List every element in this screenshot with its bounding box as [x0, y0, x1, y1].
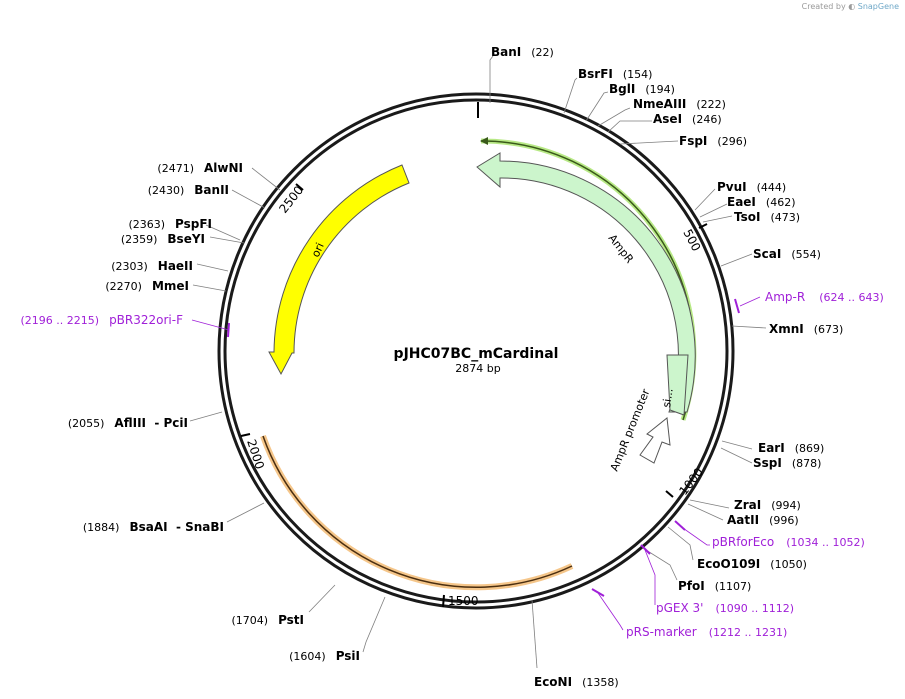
tick-1000: 1000	[665, 465, 706, 498]
site-psti[interactable]: (1704)PstI	[231, 613, 304, 627]
feature-label-ori: ori	[309, 241, 327, 259]
snapgene-credit: Created by ◐ SnapGene	[802, 2, 899, 11]
site-bani[interactable]: BanI(22)	[491, 45, 554, 59]
site-bseyi[interactable]: (2359)BseYI	[121, 232, 205, 246]
site-bsrfi[interactable]: BsrFI(154)	[578, 67, 652, 81]
tick-1500: 1500	[442, 594, 479, 608]
plasmid-length: 2874 bp	[455, 362, 500, 375]
tick-label-500: 500	[680, 227, 703, 254]
site-haeii[interactable]: (2303)HaeII	[111, 259, 193, 273]
feature-ampr-promoter[interactable]	[639, 417, 671, 464]
site-fspi[interactable]: FspI(296)	[679, 134, 747, 148]
primer-pbrforeco[interactable]: pBRforEco(1034 .. 1052)	[712, 535, 865, 549]
orange-strand-line	[262, 435, 573, 589]
backbone-outer	[217, 92, 735, 610]
site-zrai[interactable]: ZraI(994)	[734, 498, 801, 512]
credit-prefix: Created by	[801, 2, 846, 11]
primer-pgex3[interactable]: pGEX 3'(1090 .. 1112)	[656, 601, 794, 615]
primer-amp-r[interactable]: Amp-R(624 .. 643)	[765, 290, 884, 304]
primer-pbr322ori-f[interactable]: (2196 .. 2215)pBR322ori-F	[21, 313, 184, 327]
site-pfoi[interactable]: PfoI(1107)	[678, 579, 751, 593]
site-pvui[interactable]: PvuI(444)	[717, 180, 786, 194]
site-leaders	[189, 55, 767, 669]
site-bsaai-snabi[interactable]: (1884)BsaAI - SnaBI	[83, 520, 224, 534]
site-econi[interactable]: EcoNI(1358)	[534, 675, 619, 689]
site-mmei[interactable]: (2270)MmeI	[105, 279, 189, 293]
site-eari[interactable]: EarI(869)	[758, 441, 824, 455]
site-afliii-pcii[interactable]: (2055)AflIII - PciI	[68, 416, 188, 430]
plasmid-name: pJHC07BC_mCardinal	[394, 346, 559, 362]
tick-2500: 2500	[276, 183, 306, 216]
site-sspi[interactable]: SspI(878)	[753, 456, 821, 470]
site-banii[interactable]: (2430)BanII	[148, 183, 229, 197]
primer-marks	[191, 296, 761, 631]
site-bgli[interactable]: BglI(194)	[609, 82, 675, 96]
site-asei[interactable]: AseI(246)	[653, 112, 722, 126]
site-ecoo109i[interactable]: EcoO109I(1050)	[697, 557, 807, 571]
ampr-strand-arrowhead	[480, 137, 488, 145]
feature-label-si: si...	[660, 388, 676, 409]
site-tsoi[interactable]: TsoI(473)	[734, 210, 800, 224]
site-alwni[interactable]: (2471)AlwNI	[157, 161, 243, 175]
site-eaei[interactable]: EaeI(462)	[727, 195, 796, 209]
site-xmni[interactable]: XmnI(673)	[769, 322, 843, 336]
feature-label-ampr-promoter: AmpR promoter	[608, 387, 653, 473]
snapgene-logo-icon: ◐	[848, 2, 856, 11]
feature-ori[interactable]	[268, 164, 410, 376]
restriction-sites: BanI(22) BsrFI(154) BglI(194) NmeAIII(22…	[68, 45, 844, 689]
primer-prs-marker[interactable]: pRS-marker(1212 .. 1231)	[626, 625, 787, 639]
feature-ampr[interactable]	[476, 152, 696, 413]
orange-strand-highlight	[260, 435, 574, 591]
site-nmeaiii[interactable]: NmeAIII(222)	[633, 97, 726, 111]
primers: Amp-R(624 .. 643) pBRforEco(1034 .. 1052…	[21, 290, 884, 639]
feature-label-ampr: AmpR	[606, 232, 637, 266]
site-scai[interactable]: ScaI(554)	[753, 247, 821, 261]
site-pspfi[interactable]: (2363)PspFI	[128, 217, 212, 231]
feature-si[interactable]	[666, 354, 689, 416]
backbone-inner	[223, 98, 729, 604]
tick-label-1500: 1500	[448, 594, 479, 608]
site-psii[interactable]: (1604)PsiI	[289, 649, 360, 663]
credit-brand: SnapGene	[857, 2, 899, 11]
site-aatii[interactable]: AatII(996)	[727, 513, 799, 527]
